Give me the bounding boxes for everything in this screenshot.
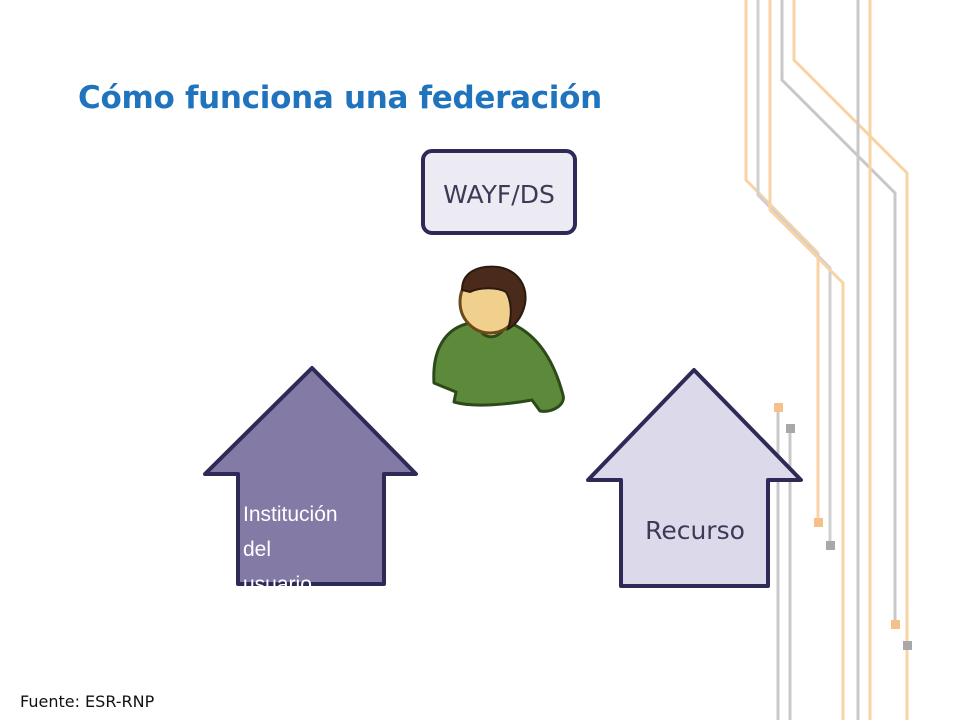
slide-title: Cómo funciona una federación <box>78 80 602 116</box>
source-caption: Fuente: ESR-RNP <box>20 692 155 711</box>
wayf-ds-node: WAYF/DS <box>421 149 577 235</box>
institution-overflow-mask <box>200 586 420 606</box>
institution-label-line: del <box>243 538 271 561</box>
wayf-ds-box <box>421 149 577 235</box>
person-body <box>432 321 565 413</box>
wayf-ds-label: WAYF/DS <box>443 180 555 209</box>
circuit-node <box>826 541 835 550</box>
institution-house-shape <box>203 366 418 586</box>
resource-label: Recurso <box>645 516 745 545</box>
person-hair <box>460 265 527 331</box>
resource-node: Recurso <box>586 368 803 588</box>
circuit-node <box>774 403 783 412</box>
circuit-node <box>903 641 912 650</box>
institution-label-line: Institución <box>243 503 338 526</box>
circuit-node <box>814 518 823 527</box>
circuit-line <box>756 0 832 545</box>
circuit-line <box>792 0 909 720</box>
person-icon <box>432 265 565 413</box>
circuit-node <box>891 620 900 629</box>
circuit-line <box>768 0 845 720</box>
circuit-node <box>786 424 795 433</box>
resource-house-shape <box>586 368 803 588</box>
institution-node: Institución del usuario <box>200 366 420 606</box>
circuit-line <box>780 0 897 625</box>
circuit-line <box>744 0 820 520</box>
